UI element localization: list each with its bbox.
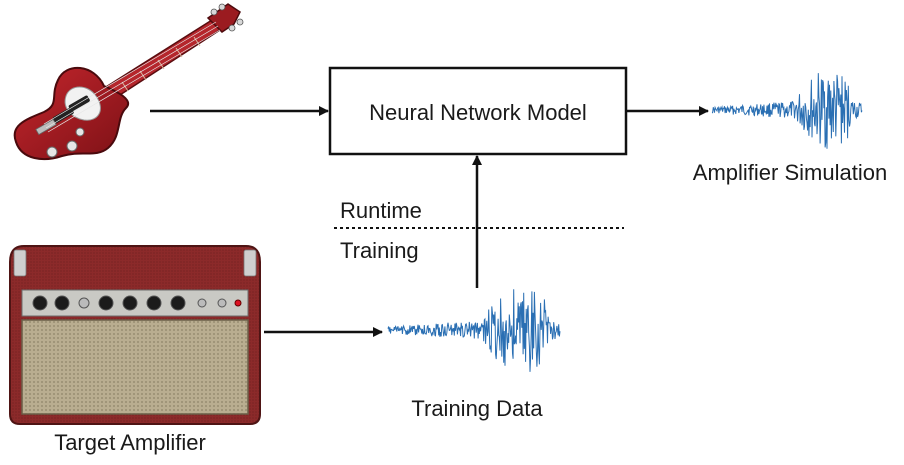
amplifier-simulation-waveform <box>711 73 863 149</box>
neural-network-model-box: Neural Network Model <box>328 66 628 156</box>
amplifier-simulation-label: Amplifier Simulation <box>693 160 887 185</box>
electric-guitar-icon <box>13 3 244 160</box>
guitar-amplifier-icon <box>9 245 261 425</box>
runtime-label: Runtime <box>340 198 422 223</box>
training-data-label: Training Data <box>411 396 543 421</box>
amp-control-knobs <box>32 295 242 311</box>
model-box-label: Neural Network Model <box>369 100 587 125</box>
training-data-waveform <box>387 289 561 372</box>
training-label: Training <box>340 238 419 263</box>
target-amplifier-label: Target Amplifier <box>54 430 206 455</box>
